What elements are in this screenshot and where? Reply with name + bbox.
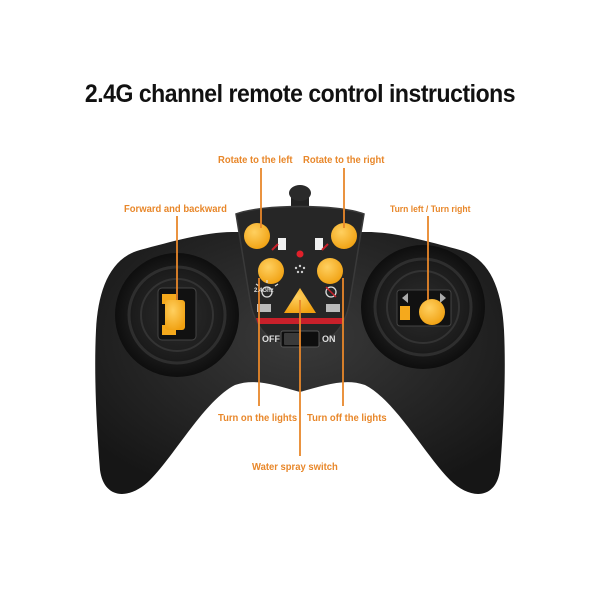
rotate-left-button[interactable]: [244, 223, 270, 249]
panel-mark-right: [326, 304, 340, 312]
rotate-right-icon: [315, 238, 329, 251]
water-spray-icon: [294, 264, 306, 274]
callout-forward-backward: Forward and backward: [124, 203, 227, 215]
lights-on-button[interactable]: [258, 258, 284, 284]
callout-water-spray: Water spray switch: [252, 461, 338, 473]
light-off-icon: [325, 286, 337, 298]
power-indicator: [296, 250, 304, 258]
callout-lights-on: Turn on the lights: [218, 412, 298, 424]
callout-rotate-right: Rotate to the right: [303, 154, 385, 166]
switch-on-label: ON: [322, 334, 336, 344]
callout-lines: [176, 168, 429, 456]
right-joystick[interactable]: [361, 245, 485, 369]
rotate-left-icon: [271, 238, 286, 251]
rotate-right-button[interactable]: [331, 223, 357, 249]
callout-rotate-left: Rotate to the left: [218, 154, 293, 166]
lights-off-button[interactable]: [317, 258, 343, 284]
callout-lights-off: Turn off the lights: [307, 412, 387, 424]
switch-off-label: OFF: [262, 334, 280, 344]
panel-mark-left: [257, 304, 271, 312]
callout-turn-left-right: Turn left / Turn right: [390, 204, 471, 215]
frequency-label: 2.4Ghz: [254, 288, 274, 294]
light-on-icon: [255, 280, 279, 298]
page-title: 2.4G channel remote control instructions: [84, 80, 516, 108]
